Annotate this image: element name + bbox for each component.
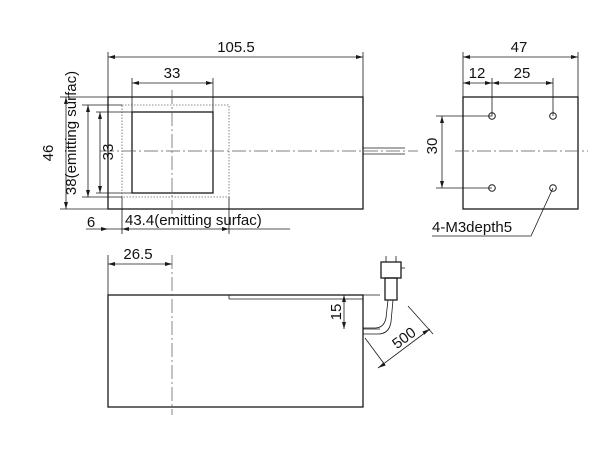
dimension-line-cable-length — [377, 328, 431, 369]
bottom-view: 26.5 15 500 — [107, 246, 434, 415]
arrowhead — [98, 112, 102, 119]
arrowhead — [64, 202, 68, 209]
width-dimension-label: 105.5 — [217, 39, 255, 56]
hole-spacing-label: 25 — [514, 65, 531, 82]
arrowhead — [463, 81, 470, 85]
side-view: 47 12 25 30 4-M3depth5 — [424, 39, 588, 237]
arrowhead — [122, 227, 129, 231]
connector-housing — [380, 261, 402, 279]
cable-upper — [363, 299, 389, 329]
arrowhead — [222, 227, 229, 231]
emitting-height-label: 38(emitting surfac) — [63, 71, 80, 195]
arrowhead — [546, 81, 553, 85]
arrowhead — [356, 55, 363, 59]
arrowhead — [206, 81, 213, 85]
arrowhead — [422, 329, 430, 335]
arrowhead — [342, 295, 346, 302]
front-body-outline — [107, 96, 364, 210]
arrowhead — [86, 105, 90, 112]
connector-body — [384, 277, 398, 301]
bottom-body-outline — [107, 294, 364, 408]
arrowhead — [492, 81, 499, 85]
arrowhead — [101, 227, 108, 231]
thread-leader-line — [432, 187, 554, 237]
bottom-height-label: 15 — [328, 304, 345, 321]
arrowhead — [485, 81, 492, 85]
bottom-offset-label: 26.5 — [123, 246, 152, 263]
arrowhead — [378, 362, 386, 368]
arrowhead — [342, 322, 346, 329]
vertical-spacing-label: 30 — [424, 138, 441, 155]
cable-lower — [363, 299, 394, 335]
window-height-label: 33 — [100, 144, 117, 161]
extension-line — [364, 337, 386, 366]
cable-length-label: 500 — [389, 324, 419, 353]
side-width-label: 47 — [511, 39, 528, 56]
arrowhead — [440, 181, 444, 188]
arrowhead — [463, 55, 470, 59]
hole-offset-label: 12 — [469, 65, 486, 82]
window-outline — [131, 111, 214, 194]
arrowhead — [571, 55, 578, 59]
arrowhead — [165, 262, 172, 266]
arrowhead — [108, 55, 115, 59]
side-body-outline — [462, 96, 579, 210]
arrowhead — [64, 97, 68, 104]
arrowhead — [132, 81, 139, 85]
thread-callout-label: 4-M3depth5 — [432, 219, 512, 236]
offset-label: 6 — [87, 214, 95, 231]
emitting-width-label: 43.4(emitting surfac) — [125, 212, 262, 229]
arrowhead — [440, 116, 444, 123]
arrowhead — [98, 186, 102, 193]
arrowhead — [86, 190, 90, 197]
window-width-label: 33 — [164, 65, 181, 82]
arrowhead — [108, 262, 115, 266]
extension-line — [407, 305, 434, 335]
height-dimension-label: 46 — [40, 145, 57, 162]
front-view: 105.5 33 46 38(emitting surfac) 33 — [40, 39, 418, 234]
